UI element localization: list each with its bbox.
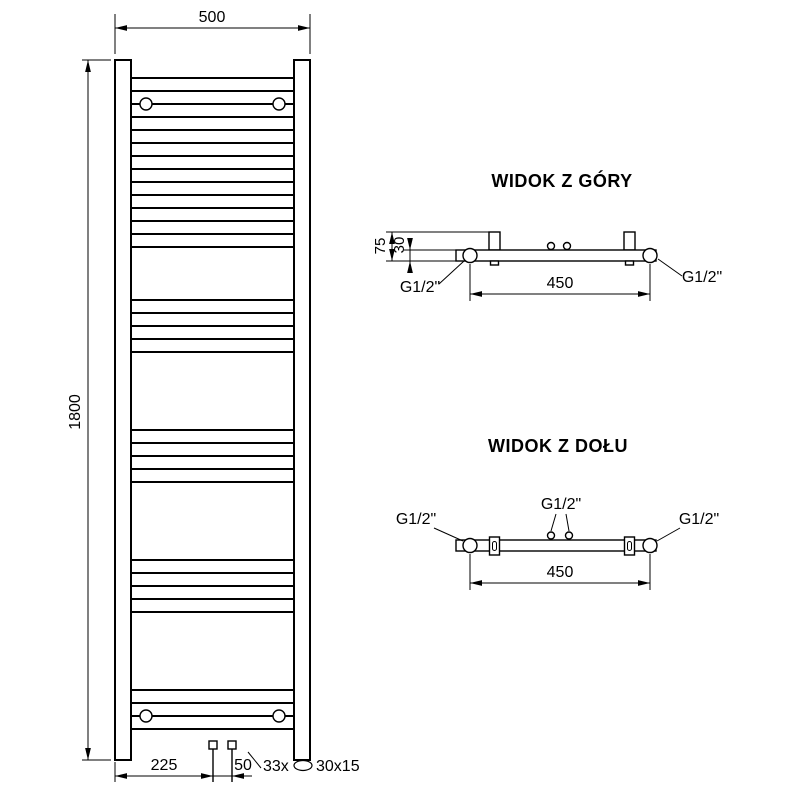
dim-bracket-spacing-bottom: 450 — [469, 554, 651, 590]
bottom-view: WIDOK Z DOŁU G1/2" G1/2" G1/2" — [396, 436, 719, 590]
connection-label-left: G1/2" — [396, 511, 436, 528]
leader-line — [433, 527, 464, 542]
dim-offset-label: 225 — [151, 757, 178, 774]
dim-bottom: 225 50 — [114, 757, 252, 782]
bottom-view-title: WIDOK Z DOŁU — [488, 436, 628, 456]
end-tube-icon — [462, 537, 478, 554]
leader-line — [550, 513, 557, 532]
right-rail — [293, 59, 311, 761]
leader-line — [565, 513, 570, 532]
left-rail — [114, 59, 132, 761]
leader-line — [438, 260, 465, 285]
dim-tube-depth-label: 30 — [391, 237, 408, 254]
dim-spacing-label: 50 — [234, 757, 252, 774]
end-tube-icon — [642, 247, 658, 264]
dim-bracket-spacing-top: 450 — [469, 264, 651, 301]
rung-profile-label: 30x15 — [316, 758, 360, 775]
connection-label-left: G1/2" — [400, 279, 440, 296]
bracket-foot-icon — [489, 260, 500, 266]
radiator-rungs — [131, 77, 294, 730]
dim-depth-label: 75 — [372, 238, 389, 255]
leader-line — [656, 527, 681, 542]
wall-bracket-icon — [623, 536, 636, 556]
dim-depth: 75 — [372, 231, 489, 262]
dim-height: 1800 — [67, 59, 111, 761]
connection-valve-left — [208, 740, 218, 750]
mounting-point-icon — [272, 97, 286, 111]
top-view-body — [455, 249, 657, 262]
end-tube-icon — [462, 247, 478, 264]
connection-label-center: G1/2" — [541, 496, 581, 513]
dim-bracket-spacing-label: 450 — [547, 564, 574, 581]
leader-line — [657, 258, 683, 277]
top-view: WIDOK Z GÓRY 75 30 — [372, 170, 722, 301]
wall-bracket-icon — [488, 536, 501, 556]
bracket-foot-icon — [624, 260, 635, 266]
dim-width-label: 500 — [199, 9, 226, 26]
mounting-point-icon — [139, 97, 153, 111]
connection-label-right: G1/2" — [679, 511, 719, 528]
wall-bracket-icon — [488, 231, 501, 251]
mounting-point-icon — [139, 709, 153, 723]
rung-profile-annotation: 33x 30x15 — [247, 751, 360, 775]
connection-label-right: G1/2" — [682, 269, 722, 286]
dim-bracket-spacing-label: 450 — [547, 275, 574, 292]
end-tube-icon — [642, 537, 658, 554]
connection-stub-icon — [546, 241, 556, 251]
connection-stub-icon — [562, 241, 572, 251]
rung-count-label: 33x — [263, 758, 289, 775]
connection-stub-icon — [564, 531, 574, 540]
front-view: 500 1800 225 50 33x 30x15 — [67, 9, 360, 782]
dim-tube-depth: 30 — [391, 237, 413, 273]
wall-bracket-icon — [623, 231, 636, 251]
oval-profile-icon — [293, 759, 313, 772]
top-view-title: WIDOK Z GÓRY — [491, 170, 632, 191]
mounting-point-icon — [272, 709, 286, 723]
connection-valve-right — [227, 740, 237, 750]
dim-width: 500 — [114, 9, 311, 54]
dim-height-label: 1800 — [67, 394, 84, 430]
connection-stub-icon — [546, 531, 556, 540]
